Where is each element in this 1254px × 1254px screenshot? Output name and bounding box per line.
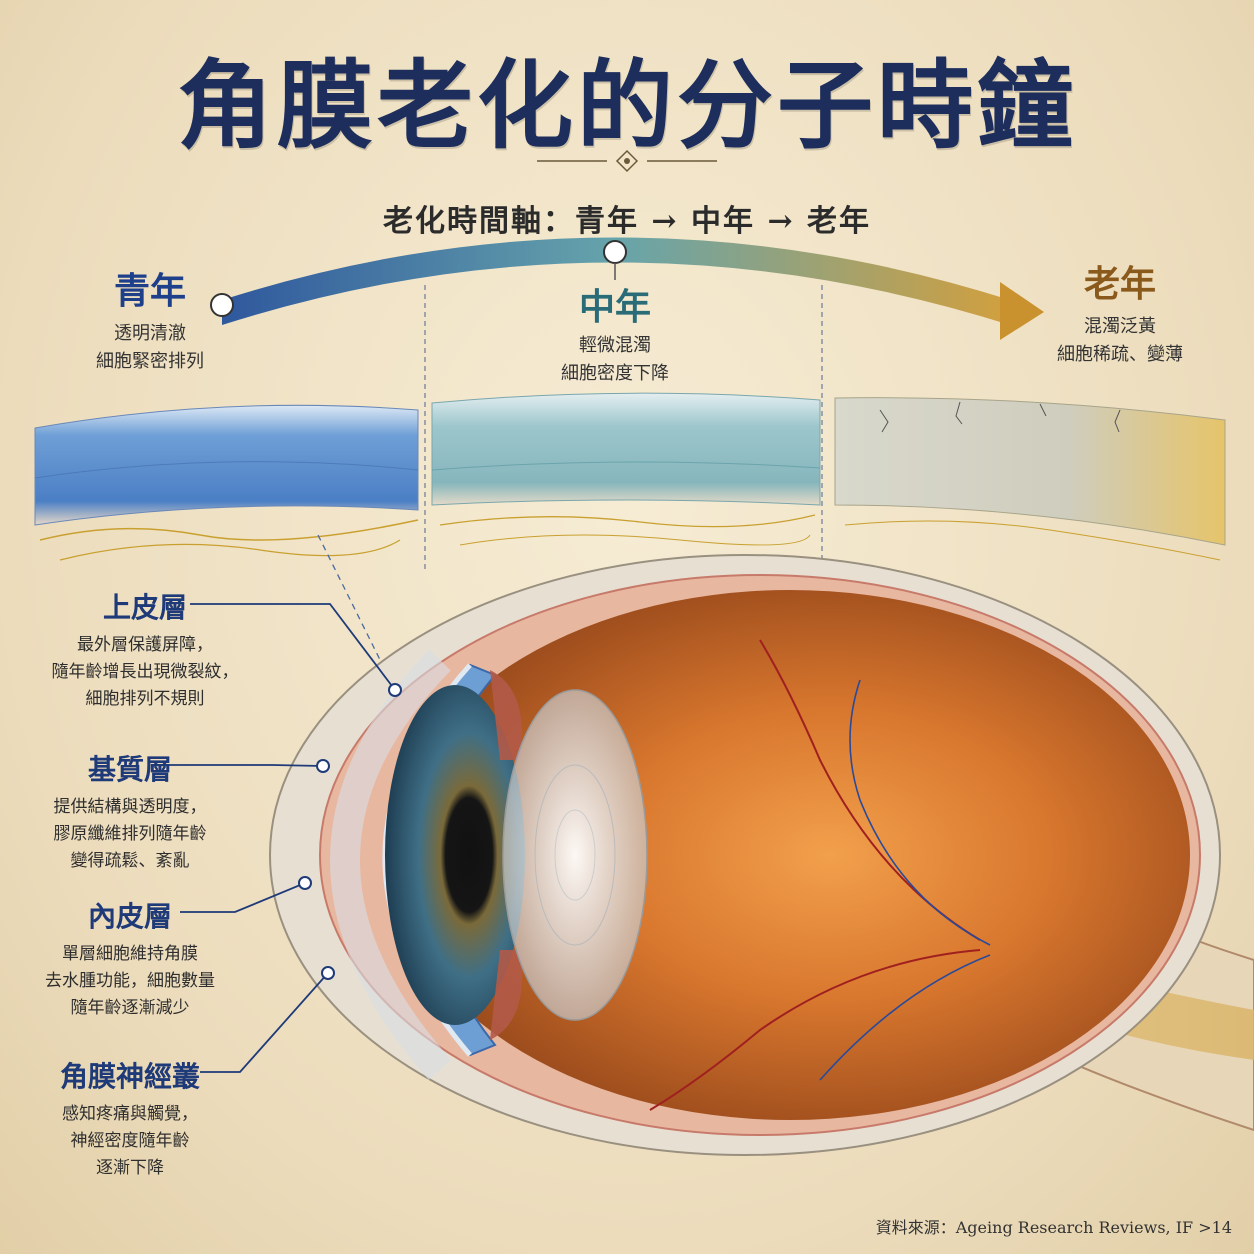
stage-old-desc2: 細胞稀疏、變薄 [1057, 344, 1183, 365]
stage-middle: 中年 輕微混濁 細胞密度下降 [505, 278, 725, 388]
layer-epithelium-line3: 細胞排列不規則 [85, 689, 205, 709]
layer-stroma: 基質層 提供結構與透明度， 膠原纖維排列隨年齡 變得疏鬆、紊亂 [10, 748, 250, 875]
layer-epithelium: 上皮層 最外層保護屏障， 隨年齡增長出現微裂紋， 細胞排列不規則 [30, 586, 260, 713]
layer-nerve-plexus: 角膜神經叢 感知疼痛與觸覺， 神經密度隨年齡 逐漸下降 [20, 1055, 240, 1182]
layer-stroma-line2: 膠原纖維排列隨年齡 [53, 824, 207, 844]
layer-nerve-plexus-title: 角膜神經叢 [59, 1060, 200, 1093]
layer-stroma-line3: 變得疏鬆、紊亂 [70, 851, 190, 871]
timeline-arrow [222, 237, 1010, 325]
layer-epithelium-line1: 最外層保護屏障， [77, 635, 213, 655]
layer-endothelium-line1: 單層細胞維持角膜 [62, 944, 198, 964]
stage-old: 老年 混濁泛黃 細胞稀疏、變薄 [1010, 255, 1230, 369]
stage-middle-desc1: 輕微混濁 [579, 335, 651, 356]
lens [502, 689, 648, 1021]
stage-young-label: 青年 [113, 270, 186, 312]
layer-endothelium: 內皮層 單層細胞維持角膜 去水腫功能，細胞數量 隨年齡逐漸減少 [10, 895, 250, 1022]
layer-stroma-title: 基質層 [87, 753, 172, 786]
layer-nerve-plexus-line3: 逐漸下降 [96, 1158, 164, 1178]
stage-middle-desc2: 細胞密度下降 [561, 363, 669, 384]
timeline-dot-middle [603, 240, 627, 264]
stage-middle-label: 中年 [578, 286, 651, 328]
page-title: 角膜老化的分子時鐘 [177, 50, 1077, 162]
stage-young-desc1: 透明清澈 [114, 323, 186, 344]
layer-endothelium-title: 內皮層 [87, 900, 172, 933]
timeline-dot-young [210, 293, 234, 317]
stage-old-label: 老年 [1083, 263, 1156, 305]
iris [385, 685, 525, 1025]
timeline-title: 老化時間軸：青年 → 中年 → 老年 [382, 204, 872, 239]
layer-nerve-plexus-line2: 神經密度隨年齡 [70, 1131, 190, 1151]
layer-epithelium-line2: 隨年齡增長出現微裂紋， [51, 662, 239, 682]
source-citation: 資料來源：Ageing Research Reviews, IF >14 [875, 1218, 1232, 1237]
layer-endothelium-line2: 去水腫功能，細胞數量 [45, 971, 215, 991]
layer-epithelium-title: 上皮層 [102, 591, 187, 624]
layer-stroma-line1: 提供結構與透明度， [53, 797, 207, 817]
timeline-arrowhead [1000, 282, 1044, 340]
stage-young-desc2: 細胞緊密排列 [96, 351, 204, 372]
layer-endothelium-line3: 隨年齡逐漸減少 [70, 998, 190, 1018]
stage-young: 青年 透明清澈 細胞緊密排列 [40, 262, 260, 376]
stage-old-desc1: 混濁泛黃 [1084, 316, 1156, 337]
title-ornament [537, 149, 717, 173]
cornea-section-young [34, 404, 419, 561]
cornea-section-old [834, 397, 1226, 561]
layer-nerve-plexus-line1: 感知疼痛與觸覺， [62, 1104, 198, 1124]
cornea-section-middle [431, 392, 821, 546]
